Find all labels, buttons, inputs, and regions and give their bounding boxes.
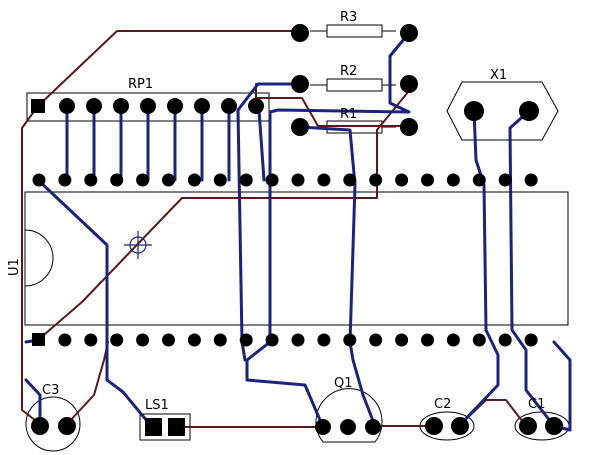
u1-bottom-pin-pad-13 — [343, 333, 357, 347]
u1-top-pin-pad-18 — [472, 173, 486, 187]
u1-bottom-pin-pad-7 — [187, 333, 201, 347]
r1-pad-2 — [400, 118, 418, 136]
r2-pad-1 — [291, 75, 309, 93]
u1-top-pin-pad-11 — [291, 173, 305, 187]
rp1-pin6-pad — [167, 98, 183, 114]
u1-top-pin-pad-16 — [421, 173, 434, 187]
u1-bottom-pin-pad-9 — [239, 333, 253, 347]
u1-bottom-pin-pad-15 — [395, 333, 409, 347]
r3-pad-2 — [400, 24, 418, 42]
label-x1: X1 — [490, 68, 507, 83]
u1-bottom-pin-pad-11 — [291, 333, 305, 347]
u1-top-pin-pad-12 — [317, 173, 331, 187]
u1-bottom-pin-pad-5 — [136, 333, 150, 347]
u1-top-pin-pad-8 — [213, 173, 227, 187]
label-c3: C3 — [42, 383, 59, 398]
u1-bottom-pin-pad-3 — [84, 333, 98, 347]
label-r2: R2 — [340, 64, 357, 79]
x1-pad-2 — [519, 101, 539, 121]
u1-top-pin-pad-17 — [446, 173, 460, 187]
u1-bottom-pin-pad-6 — [162, 333, 175, 347]
top-layer-traces — [21, 30, 527, 428]
label-c1: C1 — [528, 397, 545, 412]
u1-bottom-pin-pad-19 — [498, 333, 512, 347]
rp1-pin1-pad — [31, 99, 45, 113]
rp1-pin3-pad — [86, 98, 102, 114]
u1-top-pin-pad-4 — [110, 173, 124, 187]
rp1-pin5-pad — [140, 98, 156, 114]
rp1-pin7-pad — [194, 98, 210, 114]
bottom-layer-traces — [24, 31, 572, 432]
u1-bottom-pin-pad-20 — [524, 333, 538, 347]
label-ls1: LS1 — [145, 398, 169, 413]
label-u1: U1 — [7, 258, 22, 276]
silkscreen-labels: R3 R2 R1 RP1 X1 U1 C3 LS1 Q1 C2 C1 — [7, 10, 545, 413]
rp1-pin2-pad — [59, 98, 75, 114]
ls1-pad-1 — [145, 418, 162, 436]
u1-top-pin-pad-7 — [187, 173, 201, 187]
c2-pad-1 — [425, 417, 443, 435]
ls1-pad-2 — [168, 418, 185, 436]
u1-top-pin-pad-3 — [84, 173, 98, 187]
u1-top-pin-pad-13 — [343, 173, 357, 187]
rp1-pin4-pad — [113, 98, 129, 114]
u1-bottom-pin-pad-10 — [265, 333, 279, 347]
pads — [31, 24, 563, 436]
u1-bottom-pin-pad-17 — [446, 333, 460, 347]
c1-pad-2 — [545, 417, 563, 435]
q1-pad-1 — [315, 419, 331, 435]
q1-pad-2 — [340, 419, 356, 435]
u1-top-pin-pad-2 — [58, 173, 72, 187]
label-r1: R1 — [340, 107, 357, 122]
x1-outline — [446, 81, 559, 141]
c3-pad-1 — [31, 417, 49, 435]
c2-pad-2 — [451, 417, 469, 435]
u1-top-pin-pad-20 — [524, 173, 538, 187]
u1-top-pin-pad-14 — [369, 173, 383, 187]
label-q1: Q1 — [334, 376, 353, 391]
c3-outline — [25, 396, 81, 452]
r1-pad-1 — [291, 118, 309, 136]
u1-top-pin-pad-9 — [239, 173, 253, 187]
u1-notch — [24, 229, 54, 287]
r3-body — [326, 24, 383, 38]
u1-bottom-pin-pad-12 — [317, 333, 331, 347]
label-c2: C2 — [434, 397, 451, 412]
r2-body — [326, 78, 383, 92]
r2-pad-2 — [400, 75, 418, 93]
label-r3: R3 — [340, 10, 357, 25]
u1-bottom-pin-pad-16 — [421, 333, 434, 347]
u1-bottom-pin-pad-8 — [213, 333, 227, 347]
u1-body-outline — [24, 191, 569, 326]
u1-top-pin-pad-5 — [136, 173, 150, 187]
q1-pad-3 — [365, 419, 381, 435]
u1-top-pin-pad-1 — [32, 173, 46, 187]
rp1-pin8-pad — [221, 98, 237, 114]
u1-top-pin-pad-15 — [395, 173, 409, 187]
u1-bottom-pin-pad-14 — [369, 333, 383, 347]
u1-top-pin-pad-19 — [498, 173, 512, 187]
x1-pad-1 — [464, 101, 484, 121]
u1-top-pin-pad-10 — [265, 173, 279, 187]
u1-bottom-pin-pad-4 — [110, 333, 124, 347]
c1-pad-1 — [519, 417, 537, 435]
r3-pad-1 — [291, 24, 309, 42]
rp1-pin9-pad — [248, 98, 264, 114]
label-rp1: RP1 — [128, 77, 153, 92]
u1-top-pin-pad-6 — [162, 173, 175, 187]
u1-bottom-pin-pad-2 — [58, 333, 72, 347]
u1-bottom-pin-pad-18 — [472, 333, 486, 347]
u1-pin1-pad — [32, 333, 45, 346]
c3-pad-2 — [58, 417, 76, 435]
origin-crosshair — [124, 231, 152, 259]
